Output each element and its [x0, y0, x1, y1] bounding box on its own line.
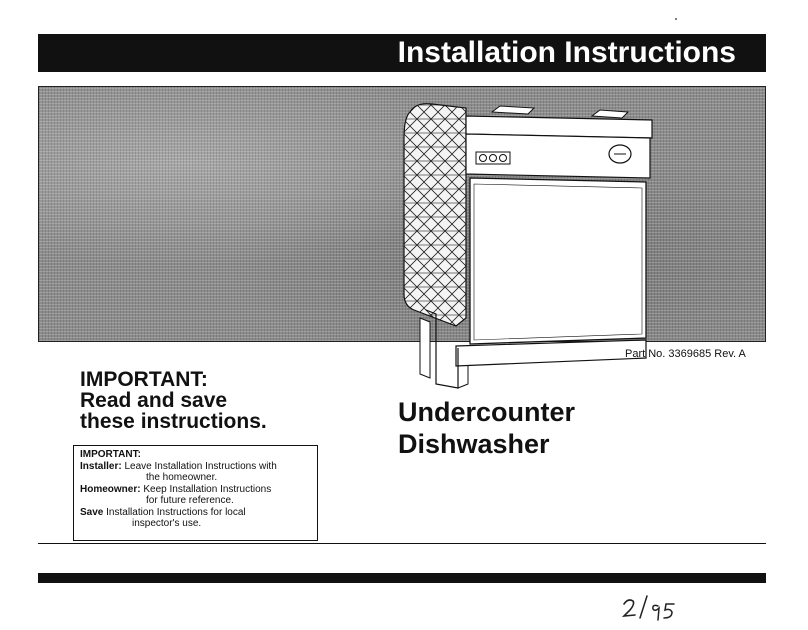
product-name: Undercounter Dishwasher	[398, 396, 575, 460]
product-line-1: Undercounter	[398, 397, 576, 427]
homeowner-label: Homeowner:	[80, 483, 141, 495]
page-title: Installation Instructions	[397, 36, 736, 69]
dishwasher-illustration	[403, 103, 653, 389]
read-save-line: Read and save	[80, 389, 228, 412]
title-banner: Installation Instructions	[38, 34, 766, 72]
instructions-line: these instructions.	[80, 410, 267, 433]
important-label: IMPORTANT:	[80, 368, 208, 391]
homeowner-text: Keep Installation Instructions	[143, 483, 272, 495]
note-heading: IMPORTANT:	[80, 449, 141, 460]
part-number: Part No. 3369685 Rev. A	[625, 348, 746, 360]
divider-thin	[38, 543, 766, 544]
installer-label: Installer:	[80, 460, 122, 472]
save-text-cont: inspector's use.	[132, 518, 202, 529]
installer-text: Leave Installation Instructions with	[124, 460, 277, 472]
important-heading: IMPORTANT: Read and save these instructi…	[80, 369, 267, 432]
speck	[675, 18, 677, 20]
handwritten-date	[621, 595, 675, 621]
save-text: Installation Instructions for local	[106, 506, 246, 518]
save-label: Save	[80, 506, 104, 518]
important-note-box: IMPORTANT: Installer: Leave Installation…	[73, 445, 318, 541]
divider-thick	[38, 573, 766, 583]
homeowner-text-cont: for future reference.	[146, 495, 234, 506]
homeowner-note: Homeowner: Keep Installation Instruction…	[80, 484, 311, 496]
installer-note: Installer: Leave Installation Instructio…	[80, 461, 311, 473]
product-line-2: Dishwasher	[398, 429, 550, 459]
save-note: Save Installation Instructions for local	[80, 507, 311, 519]
installer-text-cont: the homeowner.	[146, 472, 218, 483]
